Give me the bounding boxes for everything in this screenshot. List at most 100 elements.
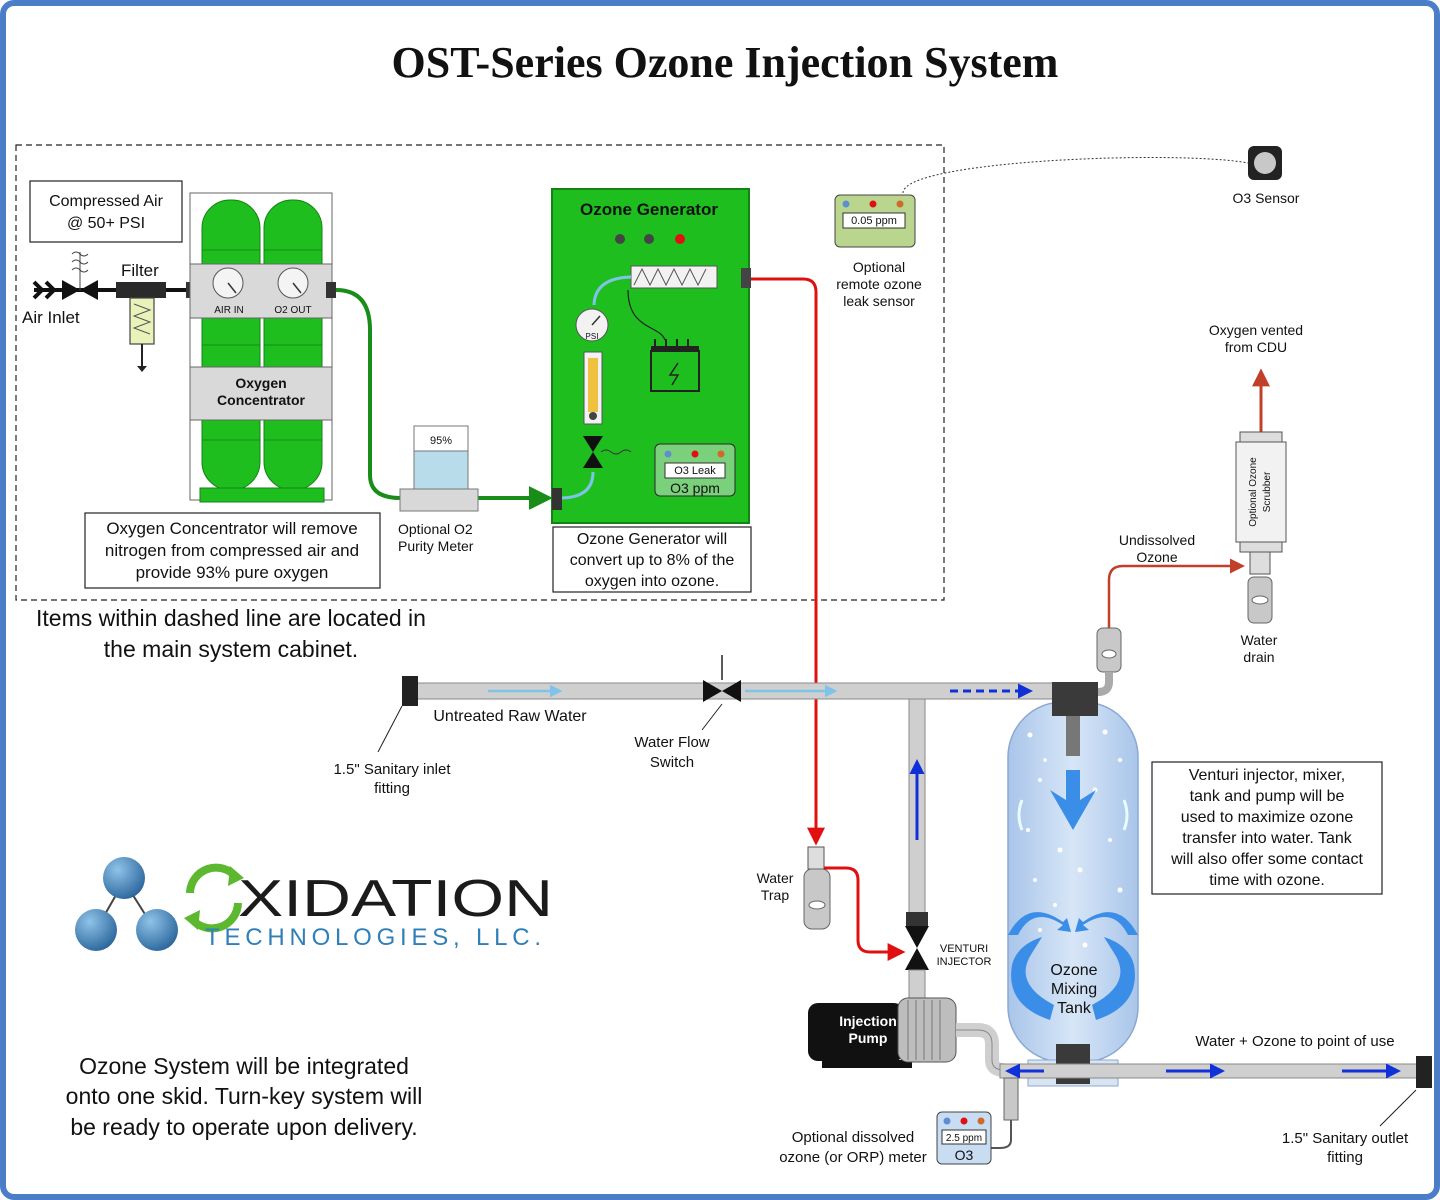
svg-text:Ozone: Ozone <box>1050 962 1097 979</box>
dissolved-meter-label: Optional dissolved <box>792 1129 915 1146</box>
svg-text:onto one skid. Turn-key syste: onto one skid. Turn-key system will <box>66 1083 423 1109</box>
meter-cable <box>990 1120 1012 1149</box>
svg-text:Tank: Tank <box>1057 1000 1092 1017</box>
raw-water-label: Untreated Raw Water <box>433 708 587 725</box>
svg-text:used to maximize ozone: used to maximize ozone <box>1181 809 1354 826</box>
water-drain-trap <box>1247 576 1273 624</box>
svg-text:Trap: Trap <box>761 887 789 903</box>
knob-icon <box>644 234 654 244</box>
svg-text:Oxygen: Oxygen <box>235 375 286 391</box>
svg-text:INJECTOR: INJECTOR <box>937 956 992 968</box>
flow-switch-icon <box>703 680 722 702</box>
valve-icon <box>583 436 603 452</box>
dissolved-ozone-meter: 2.5 ppm O3 <box>936 1111 992 1165</box>
outlet-fitting-label: 1.5" Sanitary outlet <box>1282 1130 1409 1147</box>
svg-text:@ 50+ PSI: @ 50+ PSI <box>67 215 145 232</box>
company-logo: XIDATION TECHNOLOGIES, LLC. <box>75 857 553 951</box>
oxygen-vented-label: Oxygen vented <box>1209 322 1303 338</box>
svg-text:will also offer some contact: will also offer some contact <box>1170 851 1363 868</box>
knob-icon <box>615 234 625 244</box>
purity-meter-label: Optional O2 <box>398 521 473 537</box>
svg-text:fitting: fitting <box>1327 1149 1363 1166</box>
venturi-injector-icon <box>905 926 929 1001</box>
compressed-air-box: Compressed Air @ 50+ PSI <box>29 180 183 243</box>
venturi-note: Venturi injector, mixer, tank and pump w… <box>1151 761 1383 895</box>
filter-icon <box>116 282 194 372</box>
o3-sensor-label: O3 Sensor <box>1233 190 1300 206</box>
undissolved-ozone-line <box>1107 558 1245 634</box>
concentrator-note: Oxygen Concentrator will remove nitrogen… <box>84 512 381 589</box>
ozone-mixing-tank: Ozone Mixing Tank <box>1007 682 1139 1087</box>
injection-pump: Injection Pump <box>808 997 1005 1077</box>
svg-text:oxygen into ozone.: oxygen into ozone. <box>585 573 719 590</box>
water-drain-label: Water <box>1241 632 1278 648</box>
recycle-o-icon <box>184 863 244 933</box>
svg-text:XIDATION: XIDATION <box>238 870 553 928</box>
flow-switch-label: Water Flow <box>634 734 709 751</box>
cabinet-boundary <box>15 144 945 601</box>
leak-monitor: O3 Leak O3 ppm <box>654 443 736 497</box>
filter-label: Filter <box>121 261 159 280</box>
svg-text:from CDU: from CDU <box>1225 339 1287 355</box>
svg-text:Oxygen Concentrator will remov: Oxygen Concentrator will remove <box>106 519 357 538</box>
svg-text:Venturi injector, mixer,: Venturi injector, mixer, <box>1189 767 1346 784</box>
venturi-label: VENTURI <box>940 943 988 955</box>
ozone-line-to-venturi <box>824 866 906 961</box>
svg-text:TECHNOLOGIES, LLC.: TECHNOLOGIES, LLC. <box>205 924 541 951</box>
inlet-valve-icon <box>62 280 80 300</box>
water-trap-label: Water <box>757 870 794 886</box>
transformer-icon <box>650 339 700 392</box>
system-diagram: OST-Series Ozone Injection System Compre… <box>15 38 1432 1166</box>
svg-text:Injection: Injection <box>839 1013 897 1029</box>
svg-text:convert up to 8% of the: convert up to 8% of the <box>570 552 735 569</box>
svg-text:Ozone Generator: Ozone Generator <box>580 200 718 219</box>
svg-text:fitting: fitting <box>374 780 410 797</box>
svg-text:2.5 ppm: 2.5 ppm <box>946 1133 982 1144</box>
svg-text:Compressed Air: Compressed Air <box>49 193 163 210</box>
svg-text:the main system cabinet.: the main system cabinet. <box>104 636 358 662</box>
oxygen-concentrator: AIR IN O2 OUT Oxygen Concentrator <box>189 192 336 503</box>
svg-text:O3 Leak: O3 Leak <box>674 465 716 477</box>
svg-text:ozone (or ORP) meter: ozone (or ORP) meter <box>779 1149 927 1166</box>
svg-text:remote ozone: remote ozone <box>836 276 922 292</box>
svg-text:0.05 ppm: 0.05 ppm <box>851 215 897 227</box>
svg-text:Ozone: Ozone <box>1136 549 1177 565</box>
svg-text:Scrubber: Scrubber <box>1262 471 1273 512</box>
air-inlet-label: Air Inlet <box>22 308 80 327</box>
svg-text:PSI: PSI <box>586 332 599 341</box>
power-indicator-icon <box>675 234 685 244</box>
svg-text:Concentrator: Concentrator <box>217 392 305 408</box>
svg-text:AIR IN: AIR IN <box>214 305 243 316</box>
svg-text:transfer into water. Tank: transfer into water. Tank <box>1182 830 1353 847</box>
water-trap <box>803 846 831 930</box>
svg-text:drain: drain <box>1243 649 1274 665</box>
sensor-cable <box>902 157 1249 194</box>
svg-text:leak sensor: leak sensor <box>843 293 915 309</box>
ozone-scrubber: Optional Ozone Scrubber <box>1235 431 1287 575</box>
recirculation-pipe <box>906 698 928 926</box>
inlet-fitting-label: 1.5" Sanitary inlet <box>333 761 451 778</box>
remote-sensor-label: Optional <box>853 259 905 275</box>
raw-water-line <box>402 655 1077 706</box>
o3-sensor-icon <box>1248 146 1282 180</box>
svg-text:95%: 95% <box>430 435 452 447</box>
svg-text:Optional Ozone: Optional Ozone <box>1248 457 1259 527</box>
svg-text:be ready to operate upon deliv: be ready to operate upon delivery. <box>70 1114 417 1140</box>
ozone-generator: Ozone Generator PSI O3 Leak O3 <box>551 188 751 524</box>
svg-text:O3: O3 <box>955 1147 974 1163</box>
water-ozone-label: Water + Ozone to point of use <box>1195 1033 1394 1050</box>
diagram-title: OST-Series Ozone Injection System <box>392 38 1059 87</box>
cabinet-note: Items within dashed line are located in <box>36 605 426 631</box>
svg-text:Switch: Switch <box>650 754 694 771</box>
oxygen-line <box>335 288 401 500</box>
svg-text:tank and pump will be: tank and pump will be <box>1190 788 1345 805</box>
generator-note: Ozone Generator will convert up to 8% of… <box>552 526 752 593</box>
svg-text:O3 ppm: O3 ppm <box>670 480 720 496</box>
degas-valve <box>1096 627 1122 696</box>
svg-text:O2 OUT: O2 OUT <box>274 305 311 316</box>
svg-text:Pump: Pump <box>849 1030 888 1046</box>
air-inlet-line <box>32 251 190 300</box>
svg-text:Purity Meter: Purity Meter <box>398 538 474 554</box>
ozone-line <box>751 277 825 846</box>
